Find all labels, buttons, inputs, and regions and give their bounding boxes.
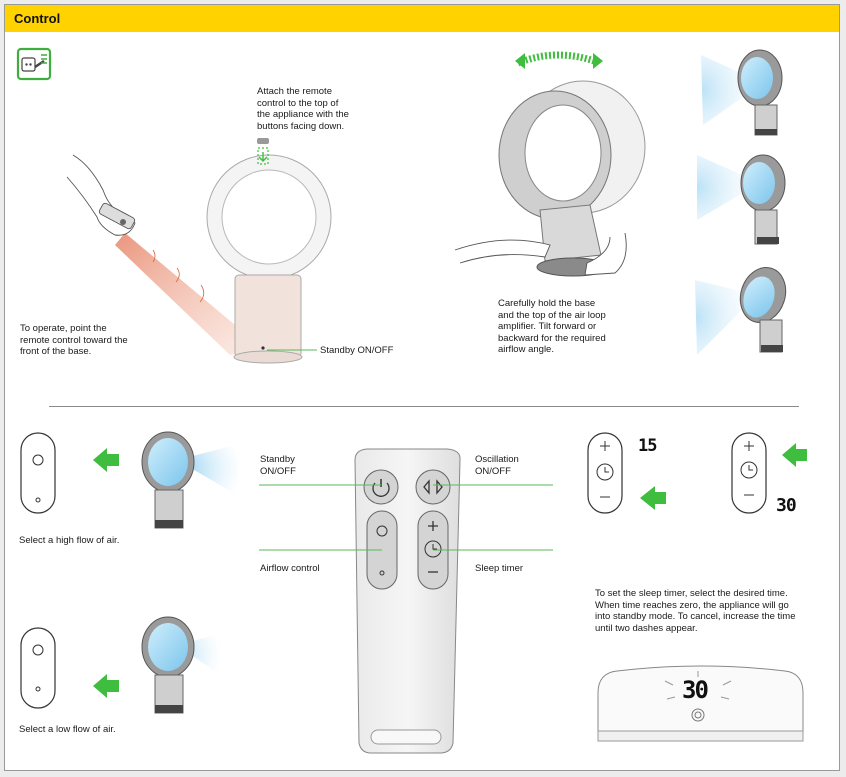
airflow-low-illustration <box>20 616 223 714</box>
base-display-value: 30 <box>682 676 709 704</box>
airflow-label: Airflow control <box>260 563 320 574</box>
section-divider <box>49 406 799 407</box>
oscillation-button[interactable] <box>415 469 451 505</box>
low-flow-caption: Select a low flow of air. <box>19 724 116 735</box>
appliance-tilt-illustration <box>454 51 646 277</box>
base-display-illustration <box>597 665 804 742</box>
timer-display-30: 30 <box>776 495 797 516</box>
sleep-timer-instruction: To set the sleep timer, select the desir… <box>595 588 796 634</box>
high-flow-caption: Select a high flow of air. <box>19 535 120 546</box>
appliance-front-illustration <box>206 138 332 364</box>
sleep-timer-label: Sleep timer <box>475 563 524 574</box>
standby-label: Standby ON/OFF <box>260 454 296 477</box>
tilt-instruction: Carefully hold the base and the top of t… <box>498 298 606 355</box>
point-instruction: To operate, point the remote control tow… <box>20 323 128 357</box>
airflow-high-illustration <box>20 431 243 529</box>
timer-pill-1 <box>587 432 666 514</box>
hand-remote-illustration <box>66 154 265 355</box>
remote-control-illustration <box>354 448 461 754</box>
timer-display-15: 15 <box>638 436 658 456</box>
manual-page: Control <box>4 4 840 771</box>
tilt-angle-fans <box>695 49 787 355</box>
oscillation-label: Oscillation ON/OFF <box>475 454 519 477</box>
section-title: Control <box>14 11 61 26</box>
plug-icon <box>16 47 52 81</box>
attach-instruction: Attach the remote control to the top of … <box>257 86 349 132</box>
standby-label-top: Standby ON/OFF <box>320 345 394 356</box>
section-header: Control <box>5 5 839 32</box>
illustrations <box>16 47 807 754</box>
timer-pill-2 <box>731 432 807 514</box>
